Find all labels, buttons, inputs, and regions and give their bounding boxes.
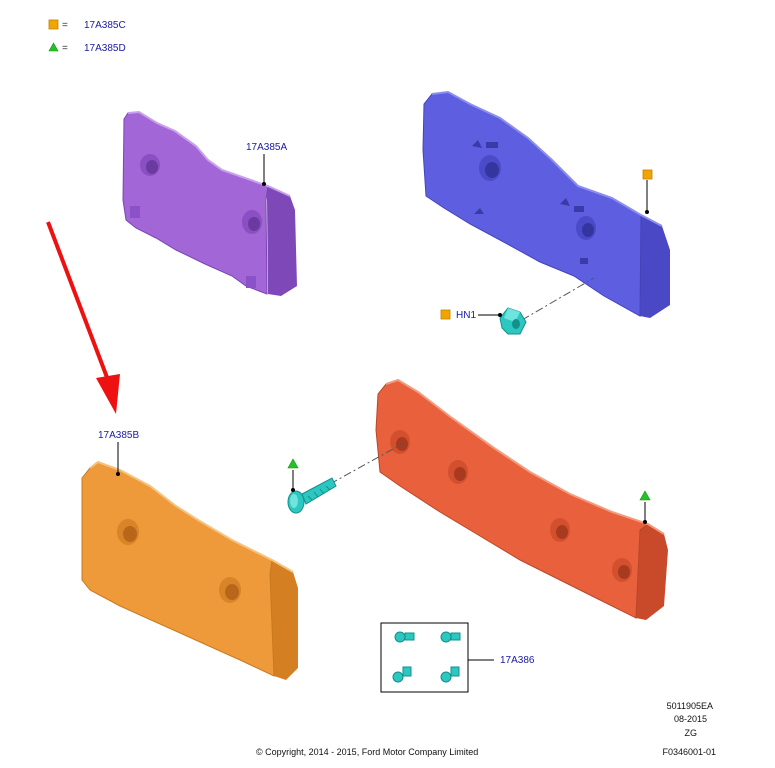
label-hn1: HN1 xyxy=(456,310,476,321)
legend-code-17a385d: 17A385D xyxy=(84,43,126,54)
copyright-text: © Copyright, 2014 - 2015, Ford Motor Com… xyxy=(256,747,478,757)
doc-number: 5011905EA xyxy=(667,701,713,711)
screw-kit-17a386 xyxy=(380,622,469,693)
nut-hn1 xyxy=(499,307,527,335)
leader-dot-screw xyxy=(291,488,295,492)
doc-date: 08-2015 xyxy=(674,714,707,724)
marker-triangle-screw xyxy=(287,458,299,469)
marker-square-blue-bracket xyxy=(642,169,653,180)
legend-equals-1: = xyxy=(62,20,68,31)
legend-triangle-marker xyxy=(48,42,59,52)
label-17a386: 17A386 xyxy=(500,655,535,666)
leader-dot-blue-bracket xyxy=(645,210,649,214)
figure-id: F0346001-01 xyxy=(662,747,716,757)
legend: = 17A385C = 17A385D xyxy=(48,19,126,54)
kit-screw-4 xyxy=(440,666,460,683)
bracket-red xyxy=(375,378,668,620)
alignment-line-nut xyxy=(521,277,595,321)
kit-screw-3 xyxy=(392,666,412,683)
kit-screw-2 xyxy=(440,631,461,643)
screw-kit-box xyxy=(380,622,469,693)
bracket-17a385a xyxy=(122,110,297,296)
leader-dot-red-bracket xyxy=(643,520,647,524)
doc-code: ZG xyxy=(685,728,698,738)
legend-equals-2: = xyxy=(62,43,68,54)
bracket-17a385b xyxy=(81,460,298,680)
bracket-blue xyxy=(422,90,670,318)
marker-triangle-red-bracket xyxy=(639,490,651,501)
label-17a385b: 17A385B xyxy=(98,430,139,441)
leader-dot-17a385b xyxy=(116,472,120,476)
label-17a385a: 17A385A xyxy=(246,142,287,153)
kit-screw-1 xyxy=(394,631,415,643)
marker-square-hn1 xyxy=(440,309,451,320)
legend-square-marker xyxy=(48,19,59,30)
screw xyxy=(287,477,337,514)
leader-dot-hn1 xyxy=(498,313,502,317)
leader-dot-17a385a xyxy=(262,182,266,186)
legend-code-17a385c: 17A385C xyxy=(84,20,126,31)
alignment-line-screw xyxy=(329,443,403,485)
pointer-arrow xyxy=(46,221,120,414)
